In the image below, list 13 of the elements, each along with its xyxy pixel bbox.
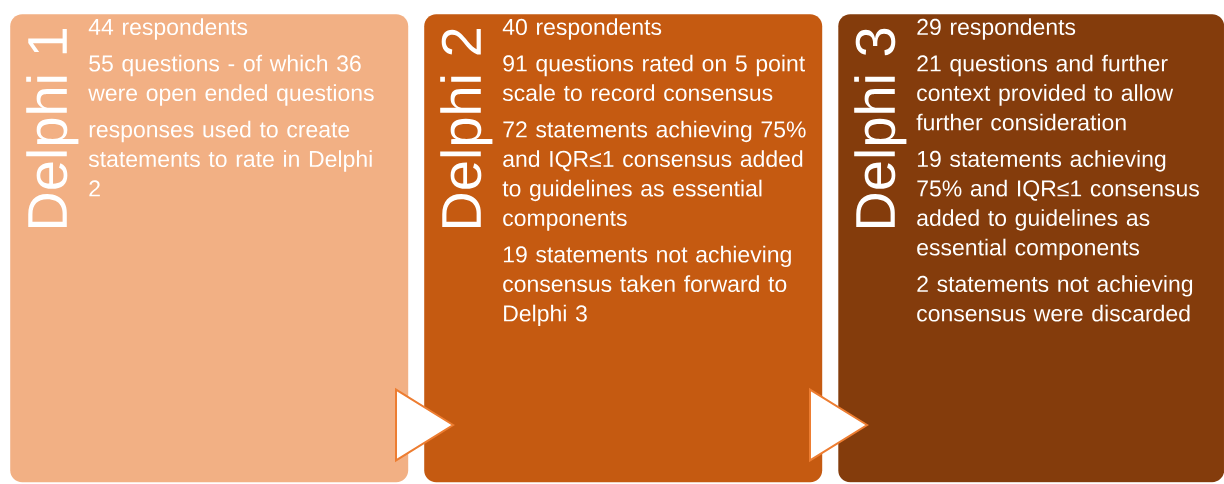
stage-text: 21 questions and further context provided to allow further consideration xyxy=(916,54,1174,131)
stage-text: 72 statements achieving 75% and IQR≤1 consensus added to guidelines as essential components xyxy=(502,120,806,231)
stage-heading: Delphi 1 xyxy=(26,29,79,228)
stage-text: 19 statements achieving 75% and IQR≤1 consensus added to guidelines as essential components xyxy=(917,150,1199,261)
stage-heading: Delphi 2 xyxy=(440,29,493,228)
stage-text: 91 questions rated on 5 point scale to record consensus xyxy=(502,54,805,102)
stage-text: 19 statements not achieving consensus taken forward to Delphi 3 xyxy=(503,245,791,327)
stage-text: 29 respondents xyxy=(917,18,1076,40)
stage-text: 44 respondents xyxy=(88,18,248,40)
stage-text: 2 statements not achieving consensus were discarded xyxy=(917,275,1193,322)
stage-heading: Delphi 3 xyxy=(854,28,907,228)
stage-text: 40 respondents xyxy=(502,18,662,40)
stage-text: responses used to create statements to rate in Delphi 2 xyxy=(88,120,372,197)
